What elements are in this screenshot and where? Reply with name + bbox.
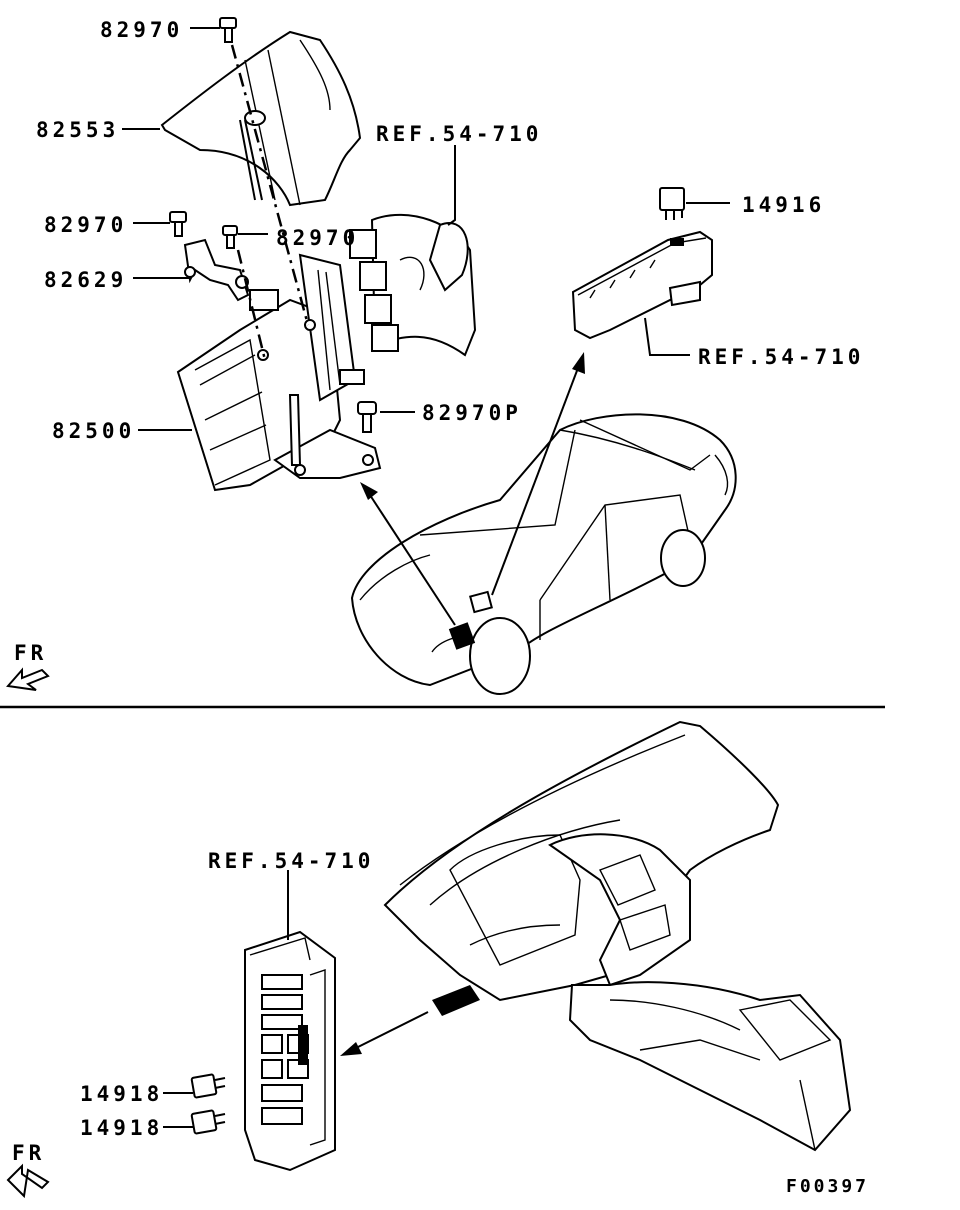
label-ref-fuse-block: REF.54-710 <box>376 122 542 146</box>
bolt-mid-icon <box>222 225 238 249</box>
label-relay-upper: 14916 <box>742 193 825 217</box>
control-unit <box>176 253 382 492</box>
label-ref-relay-box: REF.54-710 <box>698 345 864 369</box>
fuse-block <box>349 213 477 357</box>
label-ref-junction-block: REF.54-710 <box>208 849 374 873</box>
relay-upper-icon <box>659 187 685 220</box>
dashboard-illustration <box>383 720 852 1152</box>
label-bolt-mid: 82970 <box>276 226 359 250</box>
label-bracket: 82629 <box>44 268 127 292</box>
axis-line-top <box>230 44 310 326</box>
figure-code: F00397 <box>786 1176 869 1197</box>
bracket <box>183 238 250 302</box>
junction-block <box>244 930 336 1172</box>
relay-b-icon <box>190 1109 226 1135</box>
upper-section: 82970 82553 REF.54-710 82970 82970 82629… <box>6 17 864 695</box>
label-bolt-top: 82970 <box>100 18 183 42</box>
label-bolt-left: 82970 <box>44 213 127 237</box>
direction-label-lower: FR <box>12 1141 45 1165</box>
front-arrow-icon <box>6 667 50 691</box>
axis-line-mid <box>236 249 267 361</box>
pointer-arrow-lower <box>340 1011 429 1056</box>
bolt-left-icon <box>169 211 187 237</box>
relay-box <box>571 230 713 340</box>
cover-panel <box>160 30 362 207</box>
front-arrow-icon-lower <box>6 1163 50 1199</box>
label-bolt-p: 82970P <box>422 401 522 425</box>
label-cover: 82553 <box>36 118 119 142</box>
lower-section: REF.54-710 14918 14918 FR <box>6 720 852 1199</box>
leader-lines-upper <box>122 27 730 431</box>
label-control-unit: 82500 <box>52 419 135 443</box>
bolt-p-icon <box>357 401 377 433</box>
label-relay-b: 14918 <box>80 1116 163 1140</box>
direction-label-upper: FR <box>14 641 47 665</box>
relay-a-icon <box>190 1073 226 1099</box>
label-relay-a: 14918 <box>80 1082 163 1106</box>
bolt-top-icon <box>219 17 237 43</box>
leader-lines-lower <box>163 870 289 1128</box>
car-illustration <box>350 413 737 695</box>
pointer-arrows <box>360 352 585 626</box>
